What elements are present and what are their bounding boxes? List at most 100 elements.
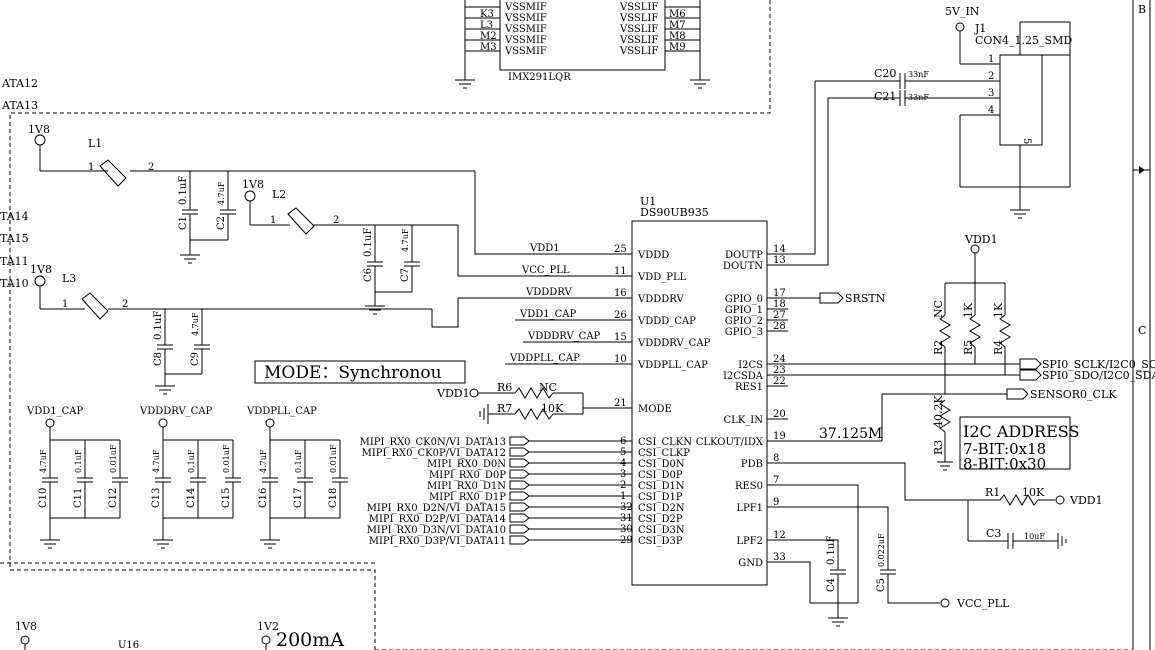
u1-net-label: VDD1_CAP: [519, 309, 576, 320]
u1-pin-num: 31: [620, 513, 633, 524]
u1-pin-num: 18: [773, 299, 786, 310]
c6-value: 0.1uF: [363, 228, 374, 257]
power-port-symbol: [261, 635, 271, 645]
l2-pin: 2: [333, 215, 339, 226]
u1-pin-name: CSI_CLKN: [638, 437, 692, 448]
j1-pin-num: 5: [1021, 138, 1032, 144]
r7-ref: R7: [497, 402, 512, 415]
5v-in-label: 5V_IN: [945, 5, 980, 18]
u1-pin-name: MODE: [638, 404, 672, 415]
u1-pin-num: 33: [773, 552, 786, 563]
clk-freq-label: 37.125M: [819, 426, 882, 442]
c3-ref: C3: [986, 527, 1001, 540]
i2c-address-title: I2C ADDRESS: [963, 422, 1079, 441]
u1-pin-name: VDD_PLL: [637, 272, 687, 283]
j1-body: [999, 54, 1043, 146]
top-chip-pin-num: M8: [669, 31, 686, 42]
c20-ref: C20: [874, 67, 896, 80]
top-chip-pin-name: VSSMIF: [504, 24, 547, 35]
u1-pin-num: 7: [773, 475, 779, 486]
top-chip-pin-name: VSSMIF: [504, 46, 547, 57]
top-chip-pin-name: VSSMIF: [504, 35, 547, 46]
mode-note-box: [254, 360, 466, 384]
c5-ref: C5: [876, 578, 887, 592]
i2c-address-8bit: 8-BIT:0x30: [963, 455, 1046, 473]
u1-pin-name: PDB: [741, 459, 763, 470]
top-chip-pin-num: M9: [669, 42, 686, 53]
top-chip-pin-name: VSSMIF: [504, 2, 547, 13]
cap-ref: C16: [258, 488, 269, 508]
l3-ref: L3: [62, 272, 76, 285]
top-chip-pin-name: VSSLIF: [619, 24, 658, 35]
csi-net-label: MIPI_RX0_CK0N/VI_DATA13: [360, 437, 506, 448]
r6-value: NC: [539, 381, 557, 394]
cap-ref: C15: [221, 488, 232, 508]
power-port-symbol: [20, 635, 30, 645]
u1-pin-num: 30: [620, 524, 633, 535]
power-port-symbol: [244, 190, 256, 202]
u1-pin-num: 27: [773, 310, 786, 321]
top-chip-pin-num: K3: [480, 9, 494, 20]
mode-vdd1-label: VDD1: [436, 387, 470, 400]
csi-port-symbol: [509, 469, 530, 479]
u1-pin-num: 32: [620, 502, 633, 513]
srstn-label: SRSTN: [845, 292, 886, 305]
left-edge-label: TA10: [0, 277, 29, 290]
u1-pin-name: GPIO_1: [725, 305, 763, 316]
lpf-network: VCC_PLL C5 0.022uF C4 0.1uF: [767, 484, 1010, 627]
top-chip-pin-name: VSSLIF: [619, 35, 658, 46]
pullup-vdd1-label: VDD1: [964, 233, 998, 246]
cap-group-label: VDDPLL_CAP: [246, 406, 317, 417]
u1-pin-name: LPF2: [736, 536, 763, 547]
u1-net-label: VDDDRV: [525, 287, 572, 298]
u1-pin-name: CSI_D2P: [638, 514, 683, 525]
l1-ref: L1: [88, 137, 102, 150]
cap-group-label: VDD1_CAP: [26, 406, 83, 417]
i2c-address-note: I2C ADDRESS 7-BIT:0x18 8-BIT:0x30: [959, 416, 1079, 473]
rail-1v8-label: 1V8: [242, 178, 264, 191]
u1-pin-name: VDDPLL_CAP: [637, 360, 708, 371]
sensor-clk-label: SENSOR0_CLK: [1030, 388, 1117, 401]
grid-label-b: B: [1138, 3, 1146, 16]
power-port-symbol: [265, 418, 275, 428]
pdb-network: VDD1 R1 10K C3 10uF: [767, 462, 1103, 549]
c1-value: 0.1uF: [178, 176, 189, 205]
sclk-net-label: SPI0_SCLK/I2C0_SCL: [1042, 358, 1155, 371]
power-port-symbol: [469, 388, 479, 398]
u1-pin-num: 10: [614, 354, 627, 365]
j1-pin-num: 1: [988, 54, 994, 65]
u1-net-label: VDDDRV_CAP: [527, 331, 601, 342]
c2-ref: C2: [216, 216, 227, 230]
u1-pin-num: 16: [614, 288, 627, 299]
grid-label-c: C: [1138, 324, 1146, 337]
csi-port-symbol: [509, 535, 530, 545]
u1-pin-num: 29: [620, 535, 633, 546]
csi-port-symbol: [509, 513, 530, 523]
l2-pin: 1: [270, 215, 276, 226]
u1-pin-name: VDDDRV: [637, 294, 684, 305]
u1-pin-name: CSI_D0N: [638, 459, 685, 470]
u1-pin-num: 2: [620, 480, 626, 491]
csi-port-symbol: [509, 480, 530, 490]
u1-pin-name: CSI_D3N: [638, 525, 685, 536]
u1-pin-num: 3: [620, 469, 626, 480]
csi-net-label: MIPI_RX0_D1P: [429, 492, 506, 503]
top-chip-pin-name: VSSLIF: [619, 2, 658, 13]
u1-pin-name: DOUTP: [725, 250, 763, 261]
c21-value: 33nF: [908, 93, 929, 102]
u1-pin-name: CLKOUT/IDX: [696, 437, 764, 448]
power-port-symbol: [970, 244, 980, 254]
c8-value: 0.1uF: [153, 311, 164, 340]
j1-part: CON4_1.25_SMD: [975, 34, 1072, 47]
csi-net-label: MIPI_RX0_D2P/VI_DATA14: [369, 514, 506, 525]
l1-pin: 1: [88, 162, 94, 173]
power-port-symbol: [34, 275, 46, 287]
u1-pin-num: 6: [620, 436, 626, 447]
cap-ref: C12: [108, 488, 119, 508]
r3-value: 40.2K: [932, 395, 945, 428]
